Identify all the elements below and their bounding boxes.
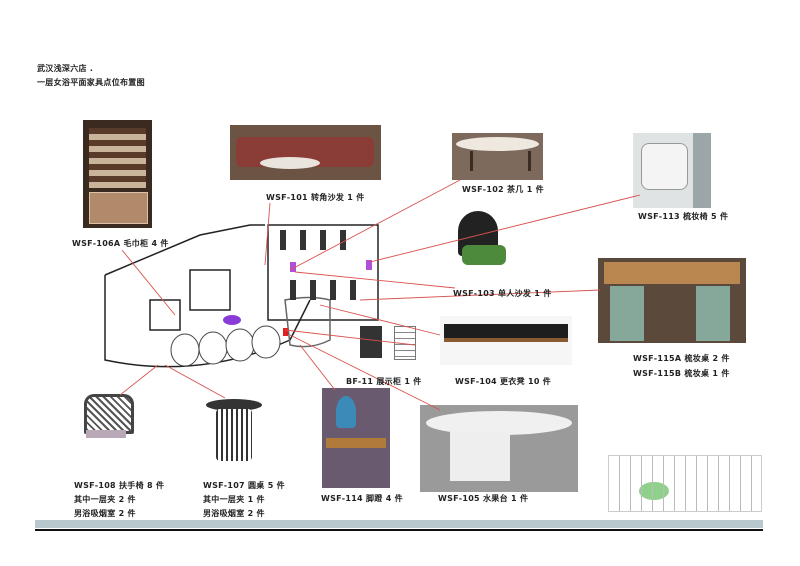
label-wsf-115a: WSF-115A 梳妆桌 2 件: [633, 354, 730, 363]
label-wsf-115b: WSF-115B 梳妆桌 1 件: [633, 369, 730, 378]
corner-sofa-photo: [230, 125, 381, 180]
label-wsf-107-note1: 其中一层夹 1 件: [203, 495, 265, 504]
title-store: 武汉浅深六店 .: [37, 64, 94, 73]
armchair-marker: [223, 315, 241, 325]
label-wsf-107-note2: 男浴吸烟室 2 件: [203, 509, 265, 518]
label-wsf-106a: WSF-106A 毛巾柜 4 件: [72, 239, 169, 248]
vanity-desk-photo: [598, 258, 746, 343]
armchair-108-photo: [76, 390, 143, 470]
title-plan: 一层女浴平面家具点位布置图: [37, 78, 145, 87]
coffee-table-photo: [452, 133, 543, 180]
footer-band: [35, 520, 763, 528]
label-wsf-108-note1: 其中一层夹 2 件: [74, 495, 136, 504]
key-plan-thumbnail: [608, 455, 762, 512]
label-wsf-102: WSF-102 茶几 1 件: [462, 185, 544, 194]
bench-photo: [440, 316, 572, 365]
label-wsf-104: WSF-104 更衣凳 10 件: [455, 377, 552, 386]
label-wsf-108-note2: 男浴吸烟室 2 件: [74, 509, 136, 518]
footer-rule: [35, 529, 763, 531]
armchair-photo: [452, 205, 530, 278]
round-table-photo: [200, 395, 268, 470]
label-wsf-113: WSF-113 梳妆椅 5 件: [638, 212, 729, 221]
towel-cabinet-photo: [83, 120, 152, 228]
label-wsf-101: WSF-101 转角沙发 1 件: [266, 193, 365, 202]
label-wsf-108: WSF-108 扶手椅 8 件: [74, 481, 165, 490]
label-wsf-103: WSF-103 单人沙发 1 件: [453, 289, 552, 298]
label-wsf-107: WSF-107 圆桌 5 件: [203, 481, 285, 490]
footstool-photo: [322, 388, 390, 488]
display-cabinet-photo: [348, 324, 420, 360]
fruit-table-photo: [420, 405, 578, 492]
label-bf-11: BF-11 展示柜 1 件: [346, 377, 422, 386]
label-wsf-105: WSF-105 水果台 1 件: [438, 494, 529, 503]
vanity-chair-photo: [633, 133, 711, 208]
label-wsf-114: WSF-114 脚蹬 4 件: [321, 494, 403, 503]
